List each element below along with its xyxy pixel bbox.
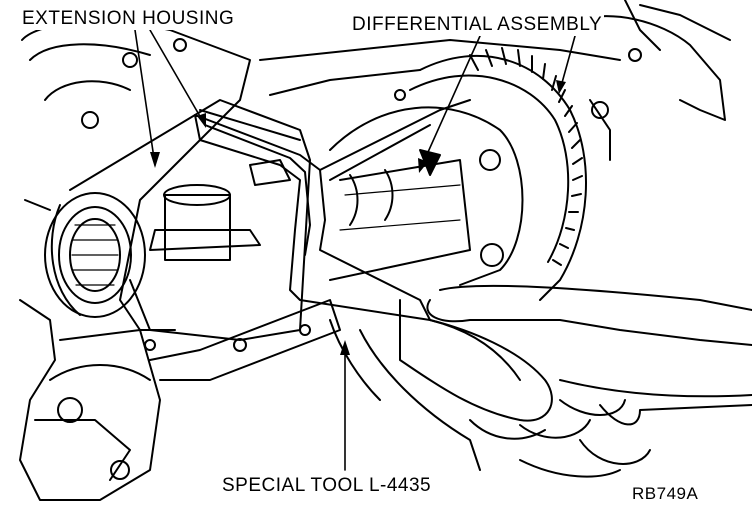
extension-housing (44, 99, 311, 352)
special-tool (194, 99, 471, 321)
differential-case (329, 89, 524, 286)
figure-code: RB749A (630, 483, 701, 505)
differential-assembly-label: DIFFERENTIAL ASSEMBLY (350, 14, 605, 36)
ring-gear (409, 47, 588, 301)
hand (329, 284, 752, 478)
leader-lines (134, 29, 576, 471)
extension-housing-label: EXTENSION HOUSING (20, 8, 237, 30)
special-tool-label: SPECIAL TOOL L-4435 (220, 475, 434, 497)
leader-arrowheads (150, 80, 566, 355)
